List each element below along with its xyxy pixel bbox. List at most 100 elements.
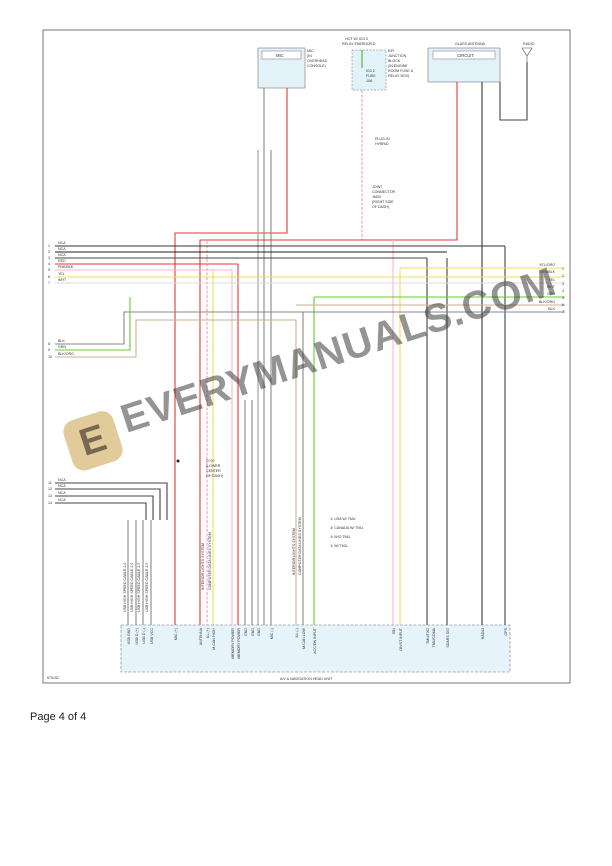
svg-text:PNK/BLK: PNK/BLK <box>58 265 74 269</box>
mic-component: MIC MIC (IN OVERHEAD CONSOLE) <box>257 47 328 89</box>
horizontal-wires <box>55 245 565 520</box>
head-unit: A/V & NAVIGATION HEAD UNIT USB GND USB D… <box>120 624 511 681</box>
svg-text:NCA: NCA <box>58 498 66 502</box>
svg-text:E/R: E/R <box>388 49 394 53</box>
svg-text:USB HIGH SPEED CABLE 2.0: USB HIGH SPEED CABLE 2.0 <box>145 563 149 612</box>
svg-text:JOINT: JOINT <box>372 185 383 189</box>
svg-text:1: 1 <box>48 244 50 248</box>
svg-text:4: 4 <box>562 289 564 293</box>
svg-text:RADIO: RADIO <box>523 42 535 46</box>
svg-text:7: 7 <box>48 281 50 285</box>
ground-label: G?0? (LOWER CENTER OF DASH) <box>176 459 223 478</box>
svg-text:INTERIOR LIGHTS SYSTEM: INTERIOR LIGHTS SYSTEM <box>292 528 296 575</box>
antenna-icon <box>521 47 533 62</box>
svg-text:FUSE: FUSE <box>366 74 376 78</box>
svg-text:ON/ST INPUT: ON/ST INPUT <box>399 627 403 651</box>
svg-text:2: 2 <box>562 274 564 278</box>
svg-text:2: 2 <box>48 250 50 254</box>
svg-text:HOT W/ IG3 3: HOT W/ IG3 3 <box>345 37 368 41</box>
svg-text:① USA W/ TMU: ① USA W/ TMU <box>330 517 356 521</box>
svg-text:10: 10 <box>48 355 52 359</box>
svg-text:6: 6 <box>48 275 50 279</box>
svg-text:MIC (-): MIC (-) <box>270 628 274 639</box>
svg-text:JUNCTION: JUNCTION <box>388 54 407 58</box>
svg-text:MIC: MIC <box>307 49 314 53</box>
svg-text:ACC/ON INPUT: ACC/ON INPUT <box>313 627 317 654</box>
svg-text:MIC (+): MIC (+) <box>174 628 178 640</box>
svg-text:RELAY ENERGIZED: RELAY ENERGIZED <box>342 42 376 46</box>
page-number: Page 4 of 4 <box>30 711 87 723</box>
svg-text:4: 4 <box>48 262 50 266</box>
svg-text:TMU/TXD: TMU/TXD <box>426 628 430 644</box>
junction-block: HOT W/ IG3 3 RELAY ENERGIZED IG3 2 FUSE … <box>342 37 414 209</box>
svg-text:USB GND: USB GND <box>127 628 131 645</box>
svg-text:M-CAN HIGH: M-CAN HIGH <box>212 628 216 650</box>
svg-text:7: 7 <box>562 310 564 314</box>
diagram-frame <box>42 29 571 684</box>
svg-text:BLOCK: BLOCK <box>388 59 401 63</box>
svg-text:ANTENNA: ANTENNA <box>199 627 203 645</box>
svg-text:(IN: (IN <box>307 54 312 58</box>
svg-text:OF DASH): OF DASH) <box>206 474 223 478</box>
svg-text:(LOWER: (LOWER <box>206 464 221 468</box>
svg-text:YEL: YEL <box>548 278 555 282</box>
svg-text:5: 5 <box>48 268 50 272</box>
svg-text:6: 6 <box>562 303 564 307</box>
svg-text:WHT: WHT <box>547 285 556 289</box>
svg-text:GRN: GRN <box>547 292 555 296</box>
svg-text:RELAY BOX): RELAY BOX) <box>388 74 409 78</box>
svg-text:NCA: NCA <box>58 253 66 257</box>
svg-text:MEMORY POWER: MEMORY POWER <box>237 628 241 659</box>
svg-text:GLASS ANTENNA: GLASS ANTENNA <box>455 42 486 46</box>
svg-text:RADIO: RADIO <box>481 628 485 640</box>
diagram-code: 675152 <box>47 676 59 680</box>
svg-text:USB HIGH SPEED CABLE 2.0: USB HIGH SPEED CABLE 2.0 <box>123 563 127 612</box>
svg-text:USB VCC: USB VCC <box>150 628 154 644</box>
vertical-wires <box>127 62 528 625</box>
svg-text:COMPUTER DATA LINES SYSTEM: COMPUTER DATA LINES SYSTEM <box>298 517 302 575</box>
svg-text:COMPUTER DATA LINES SYSTEM: COMPUTER DATA LINES SYSTEM <box>208 532 212 590</box>
svg-text:NCA: NCA <box>58 478 66 482</box>
svg-text:BLK: BLK <box>548 307 555 311</box>
svg-text:GPS: GPS <box>504 627 508 635</box>
svg-text:14: 14 <box>48 501 52 505</box>
svg-text:CENTER: CENTER <box>206 469 221 473</box>
svg-text:5: 5 <box>562 296 564 300</box>
svg-text:ILL (+): ILL (+) <box>206 628 210 638</box>
svg-text:BLK: BLK <box>58 339 65 343</box>
svg-text:GND: GND <box>257 628 261 636</box>
svg-text:OVERHEAD: OVERHEAD <box>307 59 328 63</box>
svg-text:G?0?: G?0? <box>206 459 215 463</box>
svg-text:YEL/ORG: YEL/ORG <box>539 263 555 267</box>
svg-text:3: 3 <box>562 282 564 286</box>
svg-text:8: 8 <box>48 342 50 346</box>
svg-text:(RIGHT SIDE: (RIGHT SIDE <box>372 200 394 204</box>
svg-text:WHT: WHT <box>58 278 67 282</box>
usb-cable-labels: USB HIGH SPEED CABLE 2.0 USB HIGH SPEED … <box>123 517 302 612</box>
svg-text:3: 3 <box>48 256 50 260</box>
svg-text:④ W/ TMU: ④ W/ TMU <box>330 544 348 548</box>
svg-text:CIRCUIT: CIRCUIT <box>457 53 474 58</box>
svg-text:JM03: JM03 <box>372 195 381 199</box>
svg-text:BLK/ORG: BLK/ORG <box>58 352 74 356</box>
svg-text:MIC: MIC <box>276 53 284 58</box>
svg-text:INTERIOR LIGHTS SYSTEM: INTERIOR LIGHTS SYSTEM <box>201 543 205 590</box>
svg-text:10A: 10A <box>366 79 373 83</box>
svg-text:CONNECTOR: CONNECTOR <box>372 190 395 194</box>
svg-text:9: 9 <box>48 348 50 352</box>
glass-antenna: GLASS ANTENNA CIRCUIT RADIO <box>427 42 535 83</box>
svg-text:13: 13 <box>48 494 52 498</box>
svg-text:IG3 2: IG3 2 <box>366 69 375 73</box>
svg-text:USB HIGH SPEED CABLE 2.0: USB HIGH SPEED CABLE 2.0 <box>137 563 141 612</box>
svg-text:MEMORY POWER: MEMORY POWER <box>231 628 235 659</box>
svg-text:GND: GND <box>244 628 248 636</box>
svg-text:GRN/BLK: GRN/BLK <box>539 270 555 274</box>
svg-text:(IN ENGINE: (IN ENGINE <box>388 64 408 68</box>
svg-text:SDARS SIG: SDARS SIG <box>446 628 450 648</box>
svg-text:USB D (+): USB D (+) <box>135 628 139 644</box>
svg-text:② CANADA W/ TMU: ② CANADA W/ TMU <box>330 526 364 530</box>
svg-text:③ W/O TMU: ③ W/O TMU <box>330 535 351 539</box>
